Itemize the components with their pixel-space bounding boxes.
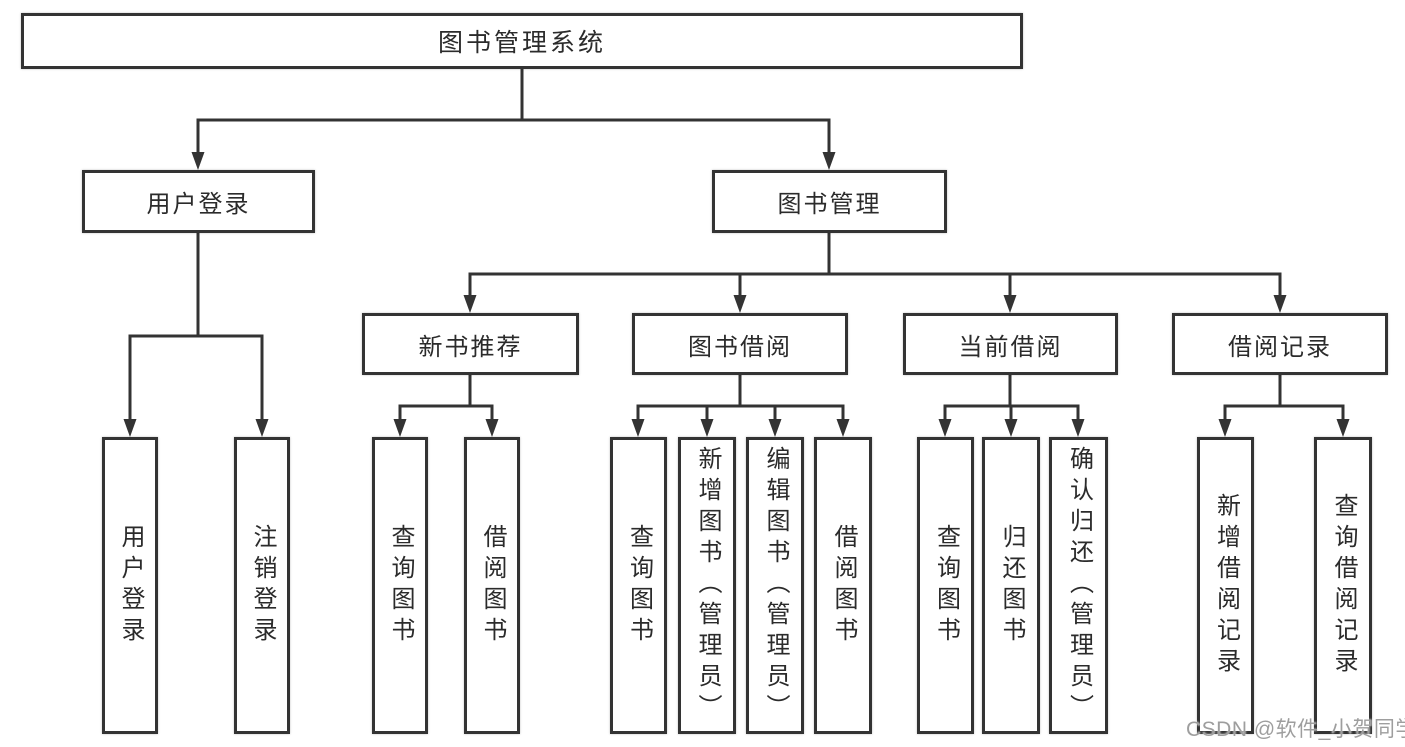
leaf-current-confirm-return-admin: 确认归还（管理员） — [1049, 437, 1108, 734]
leaf-current-return-books: 归还图书 — [982, 437, 1040, 734]
leaf-logout: 注销登录 — [234, 437, 290, 734]
node-label: 图书管理 — [777, 191, 882, 218]
node-user-login-group: 用户登录 — [82, 170, 315, 233]
leaf-newbook-borrow: 借阅图书 — [464, 437, 520, 734]
node-label: 查询图书 — [932, 523, 960, 648]
node-borrowing-records: 借阅记录 — [1172, 313, 1388, 375]
node-label: 借阅图书 — [479, 523, 506, 648]
leaf-newbook-query: 查询图书 — [372, 437, 428, 734]
node-label: 借阅图书 — [830, 523, 857, 648]
node-label: 新书推荐 — [418, 333, 523, 361]
connector-user-login-branch — [128, 233, 264, 419]
connector-root-to-level2 — [196, 69, 831, 152]
leaf-records-query-record: 查询借阅记录 — [1314, 437, 1372, 734]
connector-book-management-branch — [468, 233, 1282, 295]
node-label: 查询图书 — [387, 523, 414, 648]
node-label: 编辑图书（管理员） — [762, 446, 789, 725]
node-book-borrowing: 图书借阅 — [632, 313, 848, 375]
leaf-borrow-borrow-books: 借阅图书 — [814, 437, 872, 734]
leaf-borrow-query-books: 查询图书 — [610, 437, 667, 734]
node-label: 图书管理系统 — [437, 29, 606, 57]
node-label: 查询借阅记录 — [1330, 492, 1357, 679]
node-label: 确认归还（管理员） — [1065, 446, 1093, 725]
leaf-borrow-add-books-admin: 新增图书（管理员） — [678, 437, 736, 734]
node-book-management-group: 图书管理 — [712, 170, 947, 233]
node-label: 查询图书 — [625, 523, 653, 648]
node-label: 新增借阅记录 — [1212, 492, 1240, 679]
leaf-user-login: 用户登录 — [102, 437, 158, 734]
node-label: 注销登录 — [249, 523, 276, 648]
connector-current-borrow-branch — [943, 375, 1080, 419]
node-label: 新增图书（管理员） — [694, 446, 721, 725]
node-library-management-system: 图书管理系统 — [21, 13, 1023, 69]
node-label: 图书借阅 — [688, 333, 792, 361]
csdn-watermark: CSDN @软件_小贺同学 — [1186, 718, 1405, 741]
node-label: 归还图书 — [998, 523, 1025, 648]
connector-borrow-records-branch — [1223, 375, 1345, 419]
leaf-current-query-books: 查询图书 — [917, 437, 974, 734]
leaf-borrow-edit-books-admin: 编辑图书（管理员） — [746, 437, 804, 734]
node-new-book-recommend: 新书推荐 — [362, 313, 579, 375]
node-label: 用户登录 — [117, 523, 144, 648]
node-current-borrowing: 当前借阅 — [903, 313, 1118, 375]
node-label: 借阅记录 — [1228, 333, 1332, 361]
node-label: 当前借阅 — [958, 333, 1063, 361]
leaf-records-add-record: 新增借阅记录 — [1197, 437, 1254, 734]
connector-new-book-branch — [398, 375, 494, 419]
connector-book-borrow-branch — [636, 375, 845, 419]
node-label: 用户登录 — [146, 191, 251, 218]
